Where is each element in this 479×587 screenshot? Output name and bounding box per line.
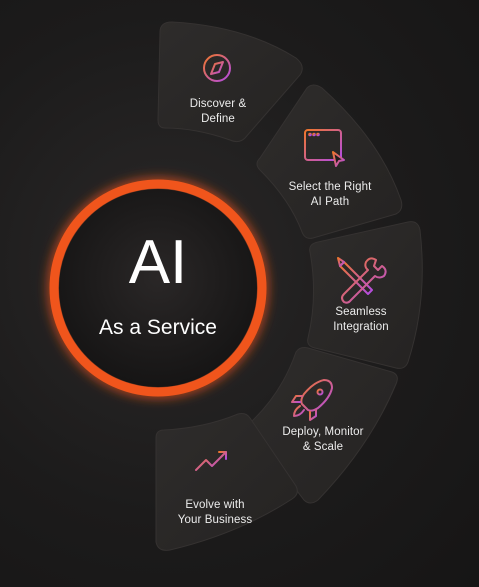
segment-discover xyxy=(157,21,303,143)
compass-icon xyxy=(203,54,231,82)
growth-chart-icon xyxy=(195,451,227,487)
segment-label-discover: Discover & Define xyxy=(168,97,268,127)
label-line: Select the Right xyxy=(288,181,372,193)
browser-cursor-icon xyxy=(304,129,345,167)
segment-label-deploy: Deploy, Monitor & Scale xyxy=(266,425,380,455)
center-subtitle: As a Service xyxy=(99,316,217,339)
tools-icon xyxy=(337,257,387,304)
label-line: Integration xyxy=(333,321,389,333)
label-line: & Scale xyxy=(302,441,344,453)
segment-label-integration: Seamless Integration xyxy=(318,305,404,335)
label-line: AI Path xyxy=(310,196,350,208)
segment-label-select-path: Select the Right AI Path xyxy=(272,180,388,210)
rocket-icon xyxy=(291,379,333,421)
label-line: Your Business xyxy=(177,514,253,526)
label-line: Seamless xyxy=(335,306,387,318)
center-ring xyxy=(49,179,267,397)
segment-select-path xyxy=(256,84,403,239)
center-disc xyxy=(59,189,257,387)
segment-deploy xyxy=(249,347,398,504)
label-line: Deploy, Monitor xyxy=(282,426,364,438)
segment-integration xyxy=(307,221,423,369)
label-line: Evolve with xyxy=(185,499,245,511)
center-title: AI xyxy=(128,228,188,297)
label-line: Define xyxy=(201,113,235,125)
segment-label-evolve: Evolve with Your Business xyxy=(160,498,270,528)
label-line: Discover & xyxy=(189,98,247,110)
